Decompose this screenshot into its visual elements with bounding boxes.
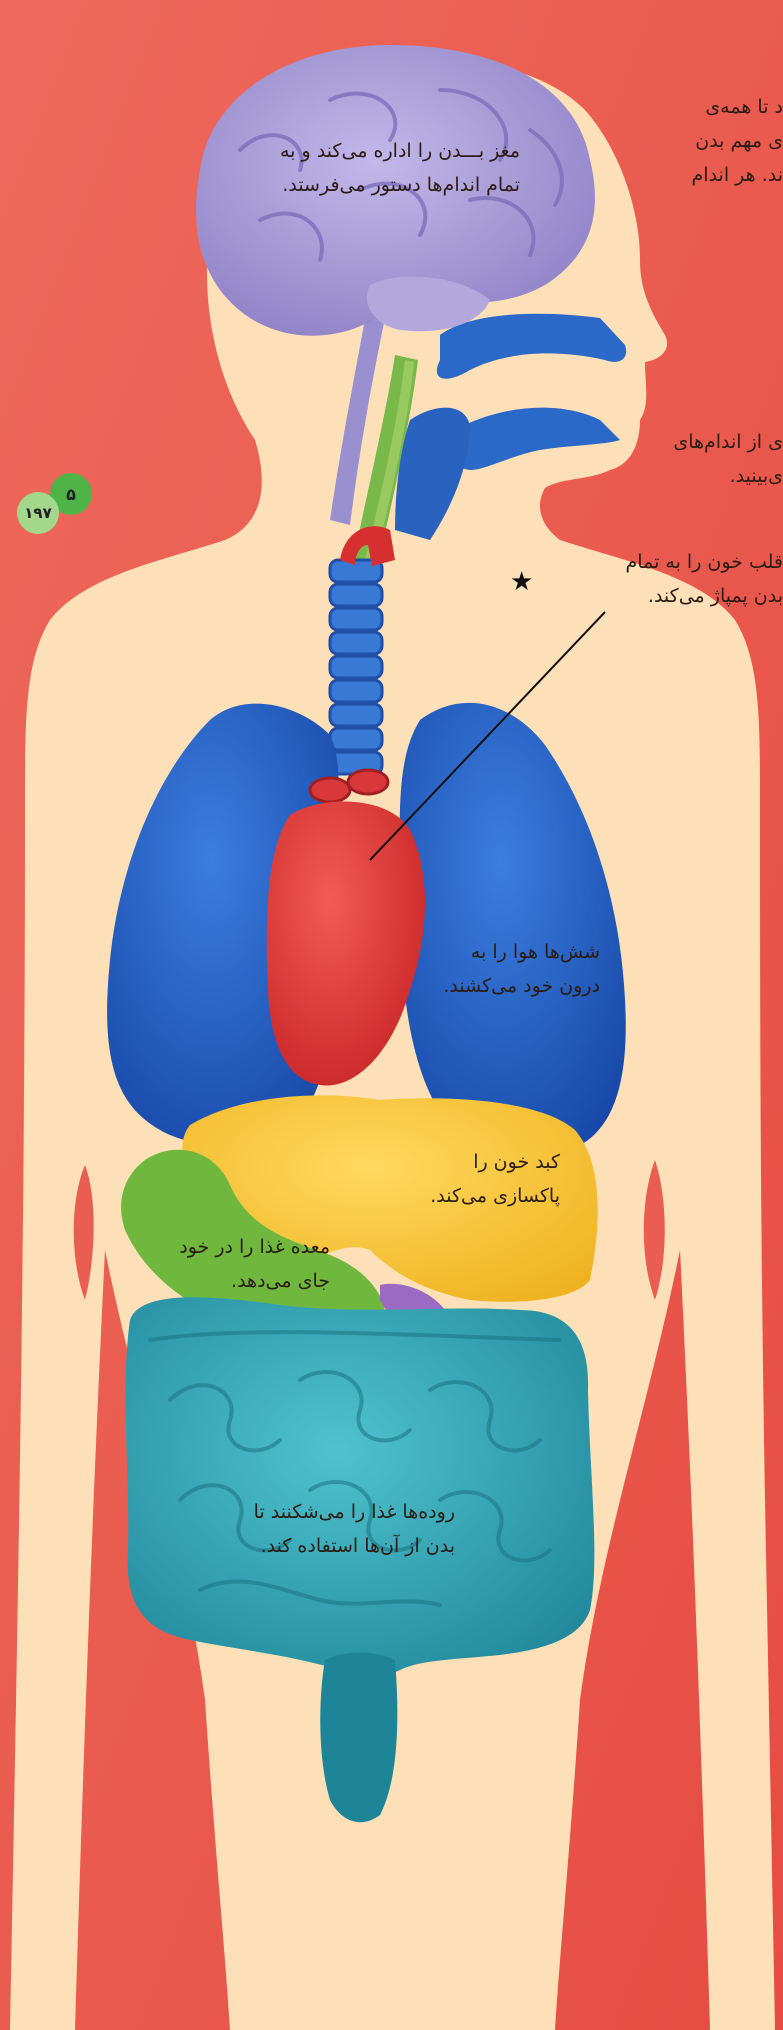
intro-text-fragment: د تا همه‌ی ی مهم بدن ند. هر اندام — [612, 90, 783, 210]
brain-label: مغز بـــدن را اداره می‌کند و به تمام اند… — [245, 134, 520, 202]
heart-label: قلب خون را به تمام بدن پمپاژ می‌کند. — [566, 545, 783, 625]
liver-label: کبد خون را پاکسازی می‌کند. — [400, 1145, 560, 1213]
page-number: ۱۹۷ — [24, 504, 51, 522]
intestines-label: روده‌ها غذا را می‌شکنند تا بدن از آن‌ها … — [215, 1495, 455, 1563]
lungs-label: شش‌ها هوا را به درون خود می‌کشند. — [410, 935, 600, 1003]
organs-text-fragment: ی از اندام‌های ی‌بینید. — [640, 425, 783, 505]
stomach-label: معده غذا را در خود جای می‌دهد. — [150, 1230, 330, 1298]
page-number-badge: ۱۹۷ — [17, 492, 59, 534]
rectum — [320, 1653, 397, 1823]
trachea — [330, 560, 382, 774]
star-icon: ★ — [510, 567, 533, 597]
chapter-number: ۵ — [66, 485, 76, 504]
